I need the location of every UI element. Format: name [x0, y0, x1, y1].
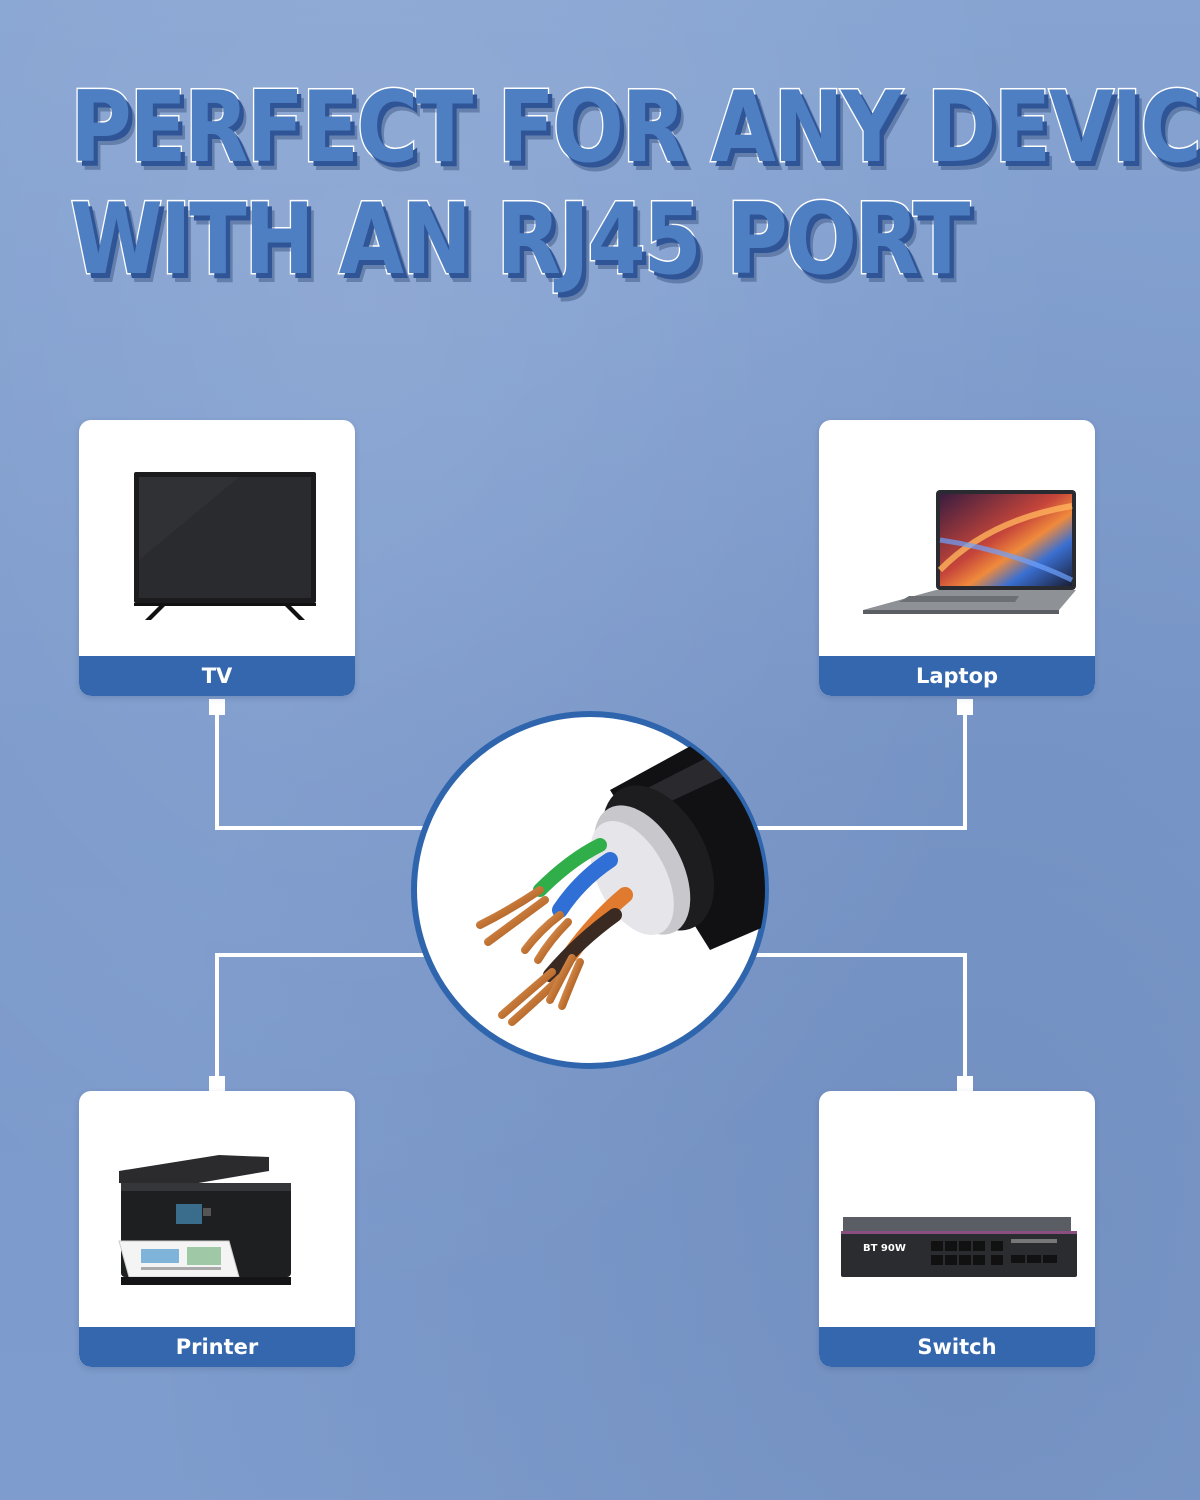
connector-node-tv [209, 699, 225, 715]
device-label-printer: Printer [79, 1327, 355, 1367]
tv-icon [134, 472, 316, 620]
headline-line-2: WITH AN RJ45 PORT [69, 183, 972, 298]
ethernet-cable-icon [411, 711, 769, 1069]
switch-brand-text: BT 90W [863, 1243, 906, 1254]
printer-icon [118, 1155, 291, 1285]
device-label-switch: Switch [819, 1327, 1095, 1367]
connector-laptop [756, 706, 967, 830]
network-switch-icon: BT 90W [841, 1217, 1077, 1277]
device-card-printer: Printer [79, 1091, 355, 1367]
device-label-laptop: Laptop [819, 656, 1095, 696]
connector-node-switch [957, 1076, 973, 1092]
device-card-switch: BT 90W Switch [819, 1091, 1095, 1367]
device-card-tv: TV [79, 420, 355, 696]
device-label-tv: TV [79, 656, 355, 696]
connector-tv [215, 706, 434, 830]
connector-switch [756, 953, 967, 1084]
device-card-laptop: Laptop [819, 420, 1095, 696]
laptop-icon [863, 490, 1076, 614]
connector-printer [215, 953, 434, 1084]
connector-node-laptop [957, 699, 973, 715]
connector-node-printer [209, 1076, 225, 1092]
